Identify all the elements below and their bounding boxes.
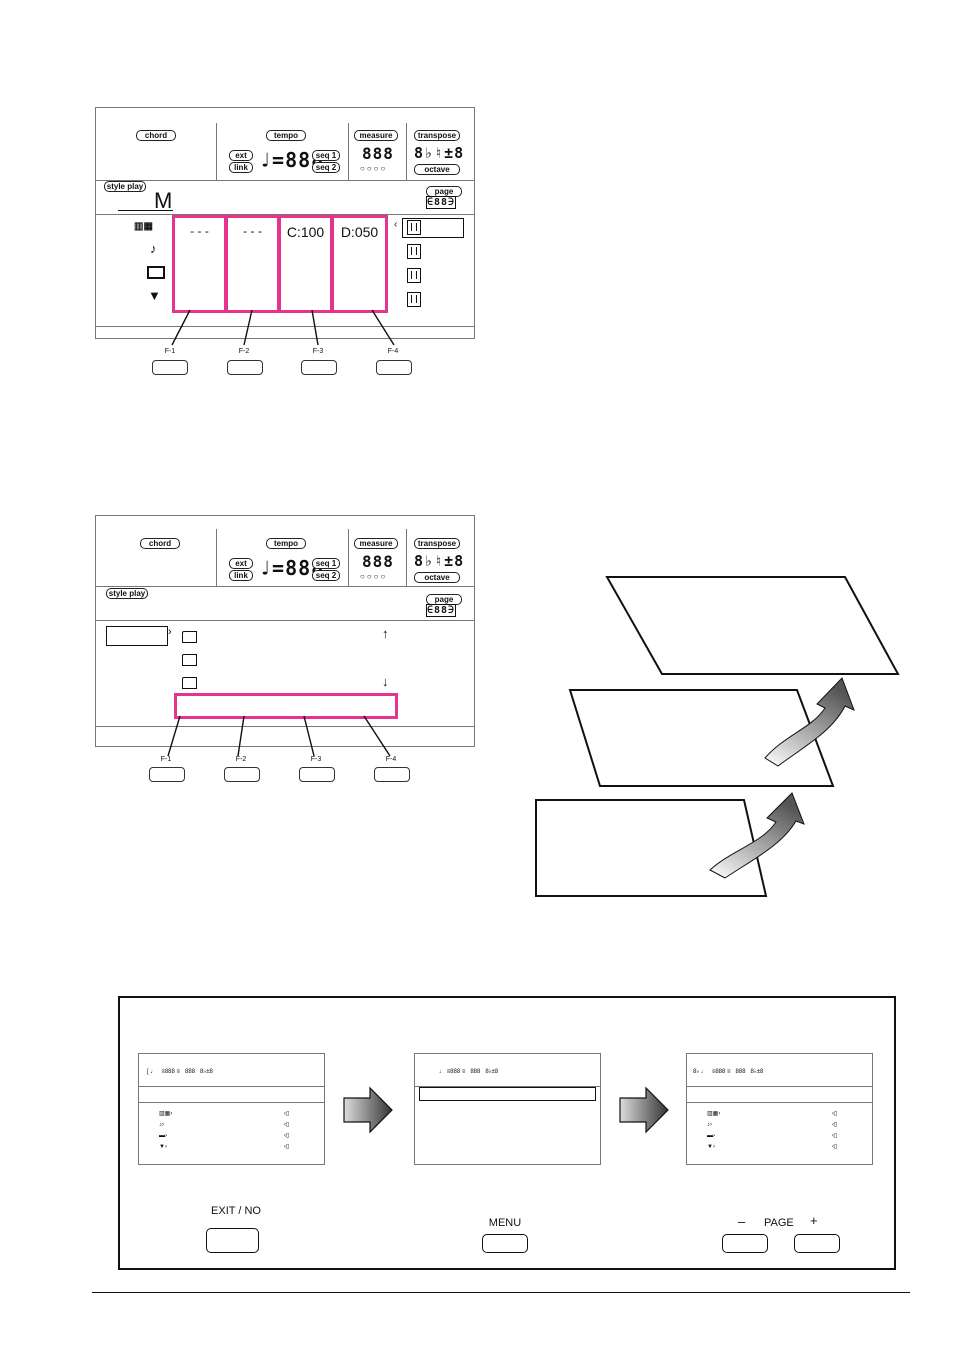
fkey-2-label-2: F-2 xyxy=(235,756,247,763)
fkey-4-button-2[interactable] xyxy=(374,767,410,782)
mini-display-3: 8♭ ♩ ≡888 ≡ 888 8♭±8 ▥▦›♪›▬›▼› ‹▯‹▯‹▯‹▯ xyxy=(686,1053,873,1165)
slider-icon-3 xyxy=(407,268,421,283)
page-label: PAGE xyxy=(764,1217,794,1229)
param-cell-4-value: D:050 xyxy=(340,224,379,240)
param-cell-2-value: - - - xyxy=(243,224,262,238)
slider-icon-4 xyxy=(407,292,421,307)
style-name: M xyxy=(154,188,173,213)
param-cell-3-value: C:100 xyxy=(286,224,325,240)
fkey-4-label-2: F-4 xyxy=(385,756,397,763)
navigation-panel: [ ♩ ≡888 ≡ 888 8♭±8 ▥▦›♪›▬›▼› ‹▯‹▯‹▯‹▯ ♩… xyxy=(118,996,896,1270)
display-1-header xyxy=(96,108,474,181)
measure-value: 888 xyxy=(362,144,394,163)
fkey-2-label: F-2 xyxy=(238,348,250,355)
measure-value-2: 888 xyxy=(362,552,394,571)
mini-display-2: ♩ ≡888 ≡ 888 8♭±8 xyxy=(414,1053,601,1165)
folder-icon-3 xyxy=(182,677,197,689)
menu-button[interactable] xyxy=(482,1234,528,1253)
selector-arrow-icon: ‹ xyxy=(394,219,398,230)
transpose-label-2: transpose xyxy=(414,538,460,549)
fkey-3-label: F-3 xyxy=(312,348,324,355)
list-selector xyxy=(106,626,168,646)
fkey-4-label: F-4 xyxy=(387,348,399,355)
measure-dots-2: ○○○○ xyxy=(360,572,388,581)
style-underline xyxy=(118,210,173,211)
mini-display-2-symbols: ♩ ≡888 ≡ 888 8♭±8 xyxy=(439,1069,499,1075)
tempo-label: tempo xyxy=(266,130,306,141)
mini-display-1: [ ♩ ≡888 ≡ 888 8♭±8 ▥▦›♪›▬›▼› ‹▯‹▯‹▯‹▯ xyxy=(138,1053,325,1165)
transition-arrow-2-icon xyxy=(619,1086,669,1134)
fkey-3-button-2[interactable] xyxy=(299,767,335,782)
mini-display-1-symbols: [ ♩ ≡888 ≡ 888 8♭±8 xyxy=(147,1069,213,1075)
selector-frame xyxy=(402,218,464,238)
fkey-2-button-2[interactable] xyxy=(224,767,260,782)
page-minus-label: – xyxy=(738,1214,746,1229)
page-plus-button[interactable] xyxy=(794,1234,840,1253)
folder-icon-2 xyxy=(182,654,197,666)
transpose-value: 8♭♮±8 xyxy=(414,144,465,162)
scroll-down-icon: ↓ xyxy=(382,674,389,689)
scroll-up-icon: ↑ xyxy=(382,626,389,641)
measure-dots: ○○○○ xyxy=(360,164,388,173)
fkey-1-label: F-1 xyxy=(164,348,176,355)
mini-display-3-sliders: ‹▯‹▯‹▯‹▯ xyxy=(832,1111,838,1150)
menu-label: MENU xyxy=(488,1217,522,1229)
seq2-label-2: seq 2 xyxy=(312,570,340,581)
seq1-label: seq 1 xyxy=(312,150,340,161)
transpose-value-2: 8♭♮±8 xyxy=(414,552,465,570)
page-plus-label: + xyxy=(810,1213,818,1228)
style-play-label: style play xyxy=(104,181,146,192)
style-play-label-2: style play xyxy=(106,588,148,599)
folder-icon-1 xyxy=(182,631,197,643)
slider-icon-2 xyxy=(407,244,421,259)
fkey-2-button[interactable] xyxy=(227,360,263,375)
ext-label-2: ext xyxy=(229,558,253,569)
display-2: chord tempo ext link ♩=888 seq 1 seq 2 m… xyxy=(95,515,475,747)
chord-label-2: chord xyxy=(140,538,180,549)
mini-display-2-highlight xyxy=(419,1087,596,1101)
octave-label: octave xyxy=(414,164,460,175)
param-cell-4: D:050 xyxy=(331,215,388,313)
keyboard-icon xyxy=(147,266,165,279)
mini-display-1-sliders: ‹▯‹▯‹▯‹▯ xyxy=(284,1111,290,1150)
seq2-label: seq 2 xyxy=(312,162,340,173)
list-selector-arrow-icon: › xyxy=(168,626,172,638)
mini-display-3-symbols: 8♭ ♩ ≡888 ≡ 888 8♭±8 xyxy=(693,1069,764,1075)
drum-icon: ▼ xyxy=(148,288,161,303)
page-stack-illustration xyxy=(535,576,900,897)
page-value-2: ∈88∋ xyxy=(426,604,457,617)
fkey-leaders-1 xyxy=(171,309,395,346)
tempo-label-2: tempo xyxy=(266,538,306,549)
measure-label: measure xyxy=(354,130,398,141)
fkey-3-button[interactable] xyxy=(301,360,337,375)
page-minus-button[interactable] xyxy=(722,1234,768,1253)
mini-display-1-rows: ▥▦›♪›▬›▼› xyxy=(159,1111,173,1150)
transpose-label: transpose xyxy=(414,130,460,141)
function-bar xyxy=(174,693,398,719)
display-1: chord tempo ext link ♩=888 seq 1 seq 2 m… xyxy=(95,107,475,339)
fkey-4-button[interactable] xyxy=(376,360,412,375)
param-cell-1-value: - - - xyxy=(190,224,209,238)
fkey-1-button[interactable] xyxy=(152,360,188,375)
fkey-3-label-2: F-3 xyxy=(310,756,322,763)
octave-label-2: octave xyxy=(414,572,460,583)
mini-display-3-rows: ▥▦›♪›▬›▼› xyxy=(707,1111,721,1150)
ext-label: ext xyxy=(229,150,253,161)
accompaniment-icon: ▥▦ xyxy=(134,221,153,232)
fkey-1-button-2[interactable] xyxy=(149,767,185,782)
seq1-label-2: seq 1 xyxy=(312,558,340,569)
exit-button[interactable] xyxy=(206,1228,259,1253)
page-value: ∈88∋ xyxy=(426,196,457,209)
fkey-leaders-2 xyxy=(167,715,391,757)
chord-label: chord xyxy=(136,130,176,141)
link-label: link xyxy=(229,162,253,173)
exit-label: EXIT / NO xyxy=(211,1205,261,1217)
fkey-1-label-2: F-1 xyxy=(160,756,172,763)
transition-arrow-1-icon xyxy=(343,1086,393,1134)
link-label-2: link xyxy=(229,570,253,581)
slider-icon-1 xyxy=(407,220,421,235)
footer-rule xyxy=(92,1292,910,1293)
measure-label-2: measure xyxy=(354,538,398,549)
guitar-icon: ♪ xyxy=(150,241,157,256)
